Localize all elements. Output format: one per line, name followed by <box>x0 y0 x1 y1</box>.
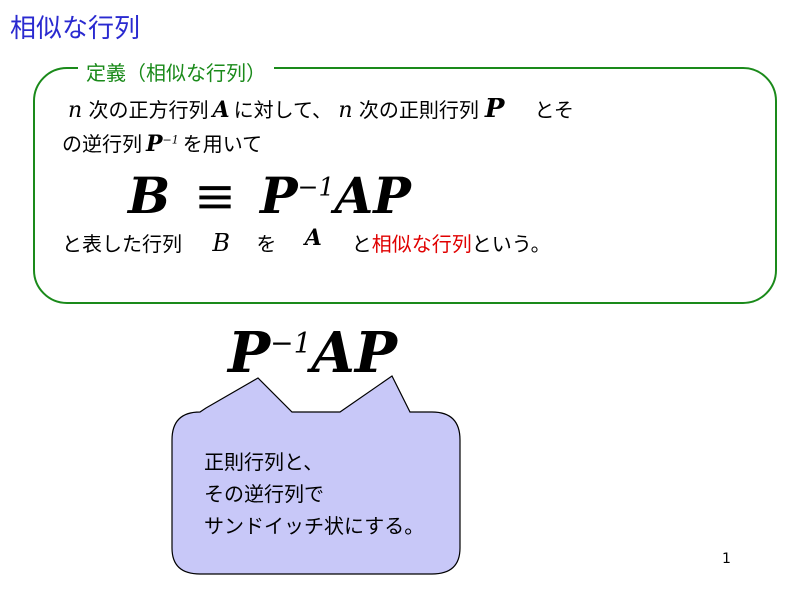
text-segment: とそ <box>534 98 574 122</box>
text-segment: という。 <box>471 232 551 256</box>
page-number: 1 <box>722 551 731 567</box>
definition-box <box>33 67 777 304</box>
var-B: B <box>128 166 171 225</box>
big-expression: P−1AP <box>228 320 397 386</box>
var-P: P <box>146 131 163 157</box>
callout-line: サンドイッチ状にする。 <box>204 514 425 538</box>
text-segment: 次の正則行列 <box>358 98 479 122</box>
definition-label: 定義（相似な行列） <box>78 57 274 86</box>
var-A: A <box>304 225 322 251</box>
var-AP: AP <box>311 320 397 386</box>
exponent: −1 <box>162 133 179 147</box>
callout-shape <box>171 375 461 575</box>
var-P: P <box>259 166 298 225</box>
var-B: B <box>212 229 230 257</box>
var-n: n <box>68 98 83 123</box>
exponent: −1 <box>297 172 335 202</box>
text-segment: と表した行列 <box>62 232 182 256</box>
highlight-term: 相似な行列 <box>371 232 472 256</box>
text-segment: と <box>351 232 372 256</box>
callout-text: 正則行列と、 その逆行列で サンドイッチ状にする。 <box>204 446 424 542</box>
var-P: P <box>484 94 505 124</box>
text-segment: 次の正方行列 <box>88 98 209 122</box>
var-P: P <box>228 320 271 386</box>
text-segment: を用いて <box>182 132 263 156</box>
var-AP: AP <box>334 166 411 225</box>
text-segment: の逆行列 <box>62 132 142 156</box>
definition-line-3: と表した行列 B を A と相似な行列という。 <box>62 225 551 257</box>
var-A: A <box>212 97 230 123</box>
callout-line: 正則行列と、 <box>204 450 324 474</box>
exponent: −1 <box>270 326 312 360</box>
equiv-symbol: ≡ <box>194 167 237 225</box>
page-title: 相似な行列 <box>10 14 141 44</box>
text-segment: に対して、 <box>233 98 333 122</box>
callout-line: その逆行列で <box>204 482 324 506</box>
var-n: n <box>338 98 353 123</box>
definition-formula: B ≡ P−1AP <box>128 166 411 225</box>
text-segment: を <box>256 232 277 256</box>
